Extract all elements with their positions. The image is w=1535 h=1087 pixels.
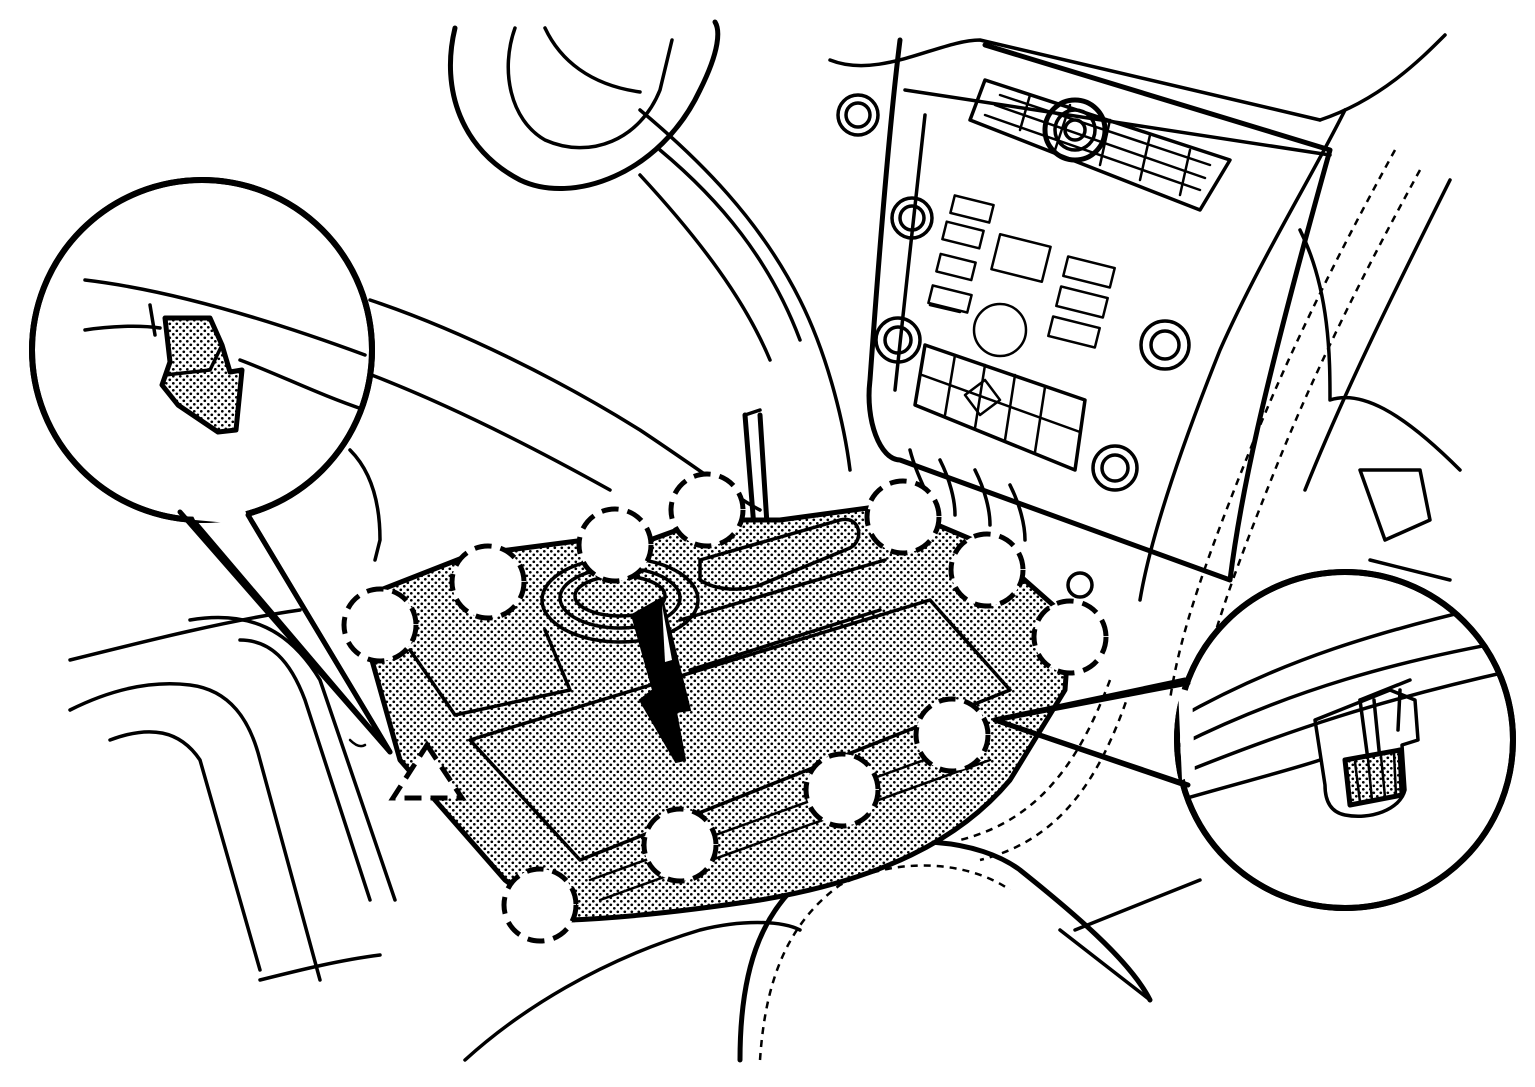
retainer-clip-icon <box>1031 598 1109 676</box>
retainer-clip-icon <box>864 478 942 556</box>
preset-button <box>1062 255 1116 289</box>
small-knob-icon <box>1066 571 1094 599</box>
left-detail-callout <box>29 177 393 755</box>
steering-wheel <box>447 19 721 191</box>
retainer-clip-icon <box>501 866 579 944</box>
preset-button <box>927 284 973 314</box>
retainer-clip-icon <box>948 531 1026 609</box>
preset-button <box>941 220 985 250</box>
lower-right-knob-icon <box>1091 444 1139 492</box>
audio-volume-knob-icon <box>1042 97 1108 163</box>
left-knob-icon <box>890 196 934 240</box>
interior-background <box>68 19 1462 1063</box>
retainer-clip-icon <box>449 543 527 621</box>
preset-button <box>1055 285 1109 319</box>
retainer-clip-icon <box>913 696 991 774</box>
retainer-clip-icon <box>576 506 654 584</box>
retainer-clip-icon <box>668 471 746 549</box>
locating-tab-triangle-icon <box>388 740 467 801</box>
preset-button <box>1047 315 1101 349</box>
lower-left-knob-icon <box>874 316 922 364</box>
preset-button <box>935 252 977 282</box>
cd-slot-icon <box>972 302 1028 358</box>
radio-display <box>990 232 1052 284</box>
right-detail-callout <box>992 569 1516 911</box>
clip-detail <box>1313 688 1420 818</box>
upper-left-knob-icon <box>836 93 880 137</box>
retainer-clip-icon <box>803 751 881 829</box>
right-knob-icon <box>1139 319 1191 371</box>
radio-hvac-stack <box>742 37 1333 599</box>
preset-button <box>949 194 995 224</box>
lift-direction-arrow-icon <box>630 596 692 764</box>
retainer-clip-icon <box>641 806 719 884</box>
retainer-clips <box>341 471 1109 944</box>
retainer-clip-icon <box>341 586 419 664</box>
